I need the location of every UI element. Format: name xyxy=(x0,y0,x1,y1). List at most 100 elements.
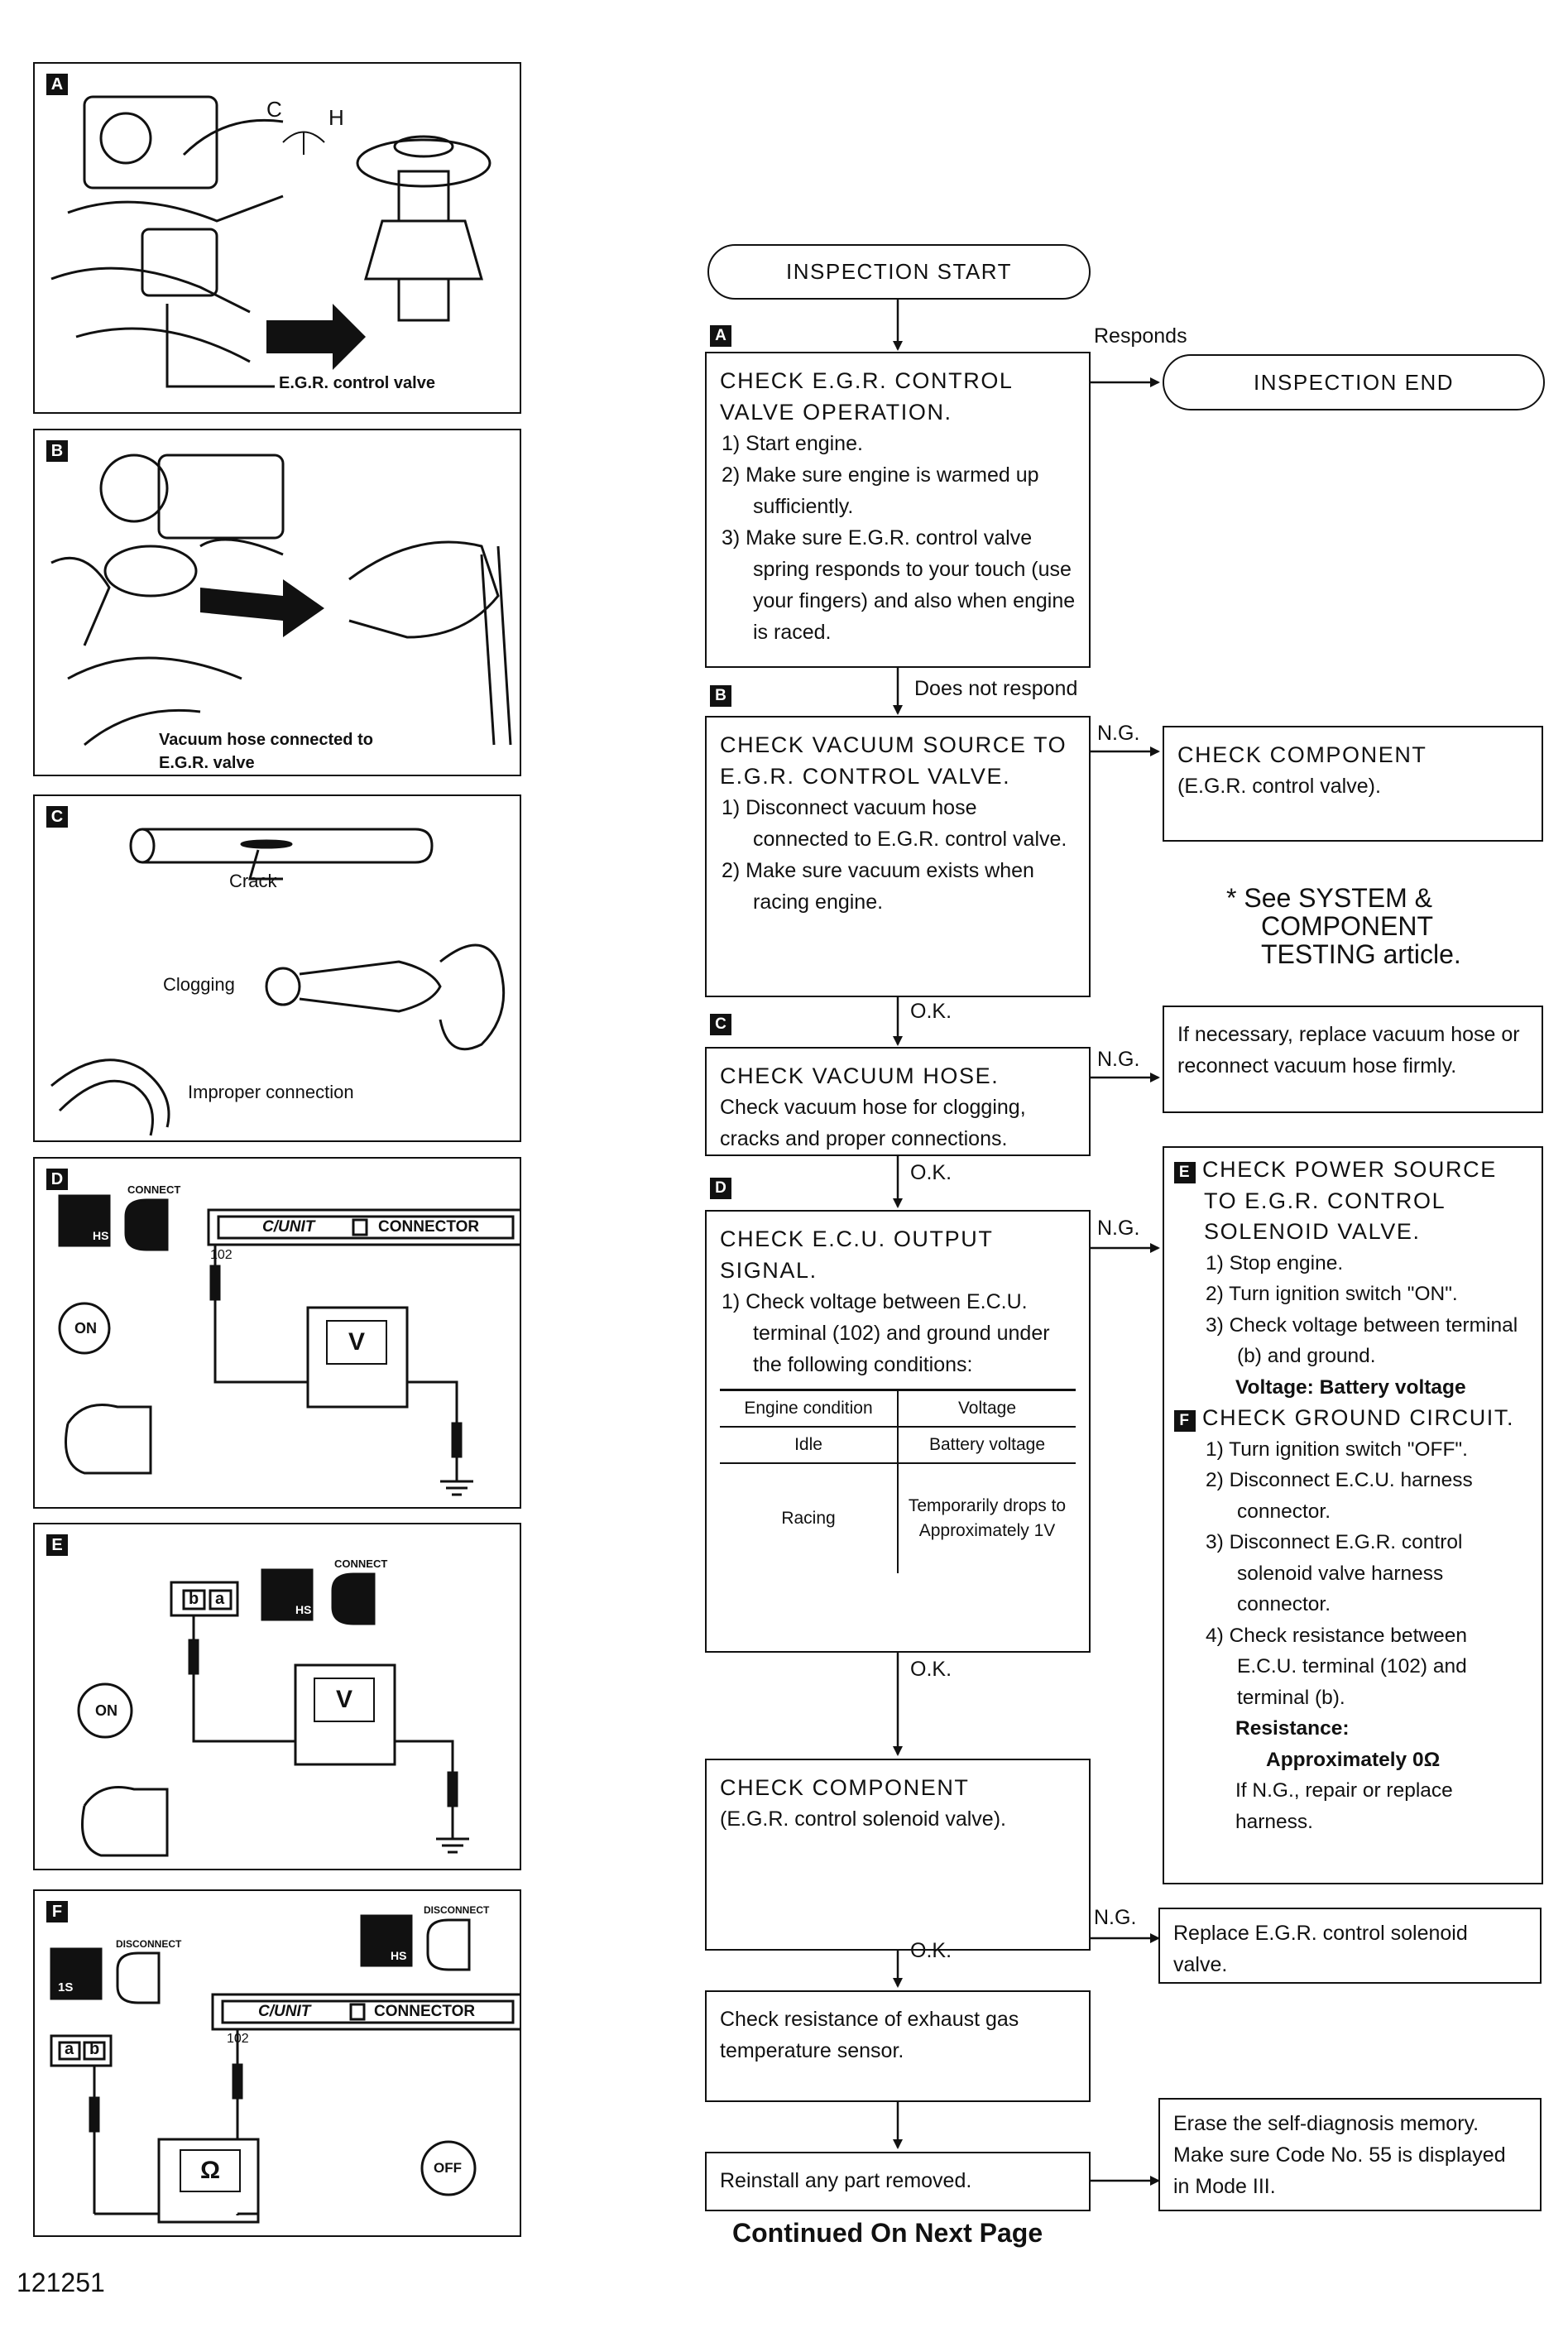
step-item: 2) Turn ignition switch "ON". xyxy=(1206,1283,1458,1305)
step-item: 1) Stop engine. xyxy=(1206,1251,1344,1274)
table-row: Racing Temporarily drops to Approximatel… xyxy=(720,1462,1076,1573)
resistance-value: Approximately 0Ω xyxy=(1266,1748,1441,1771)
panel-a: A C H E.G.R. control valve xyxy=(33,62,521,414)
ground-circuit-illustration xyxy=(50,1914,520,2224)
does-not-respond-label: Does not respond xyxy=(914,677,1078,700)
table-header-row: Engine condition Voltage xyxy=(720,1389,1076,1427)
ecu-voltage-table: Engine condition Voltage Idle Battery vo… xyxy=(720,1389,1076,1573)
vacuum-hose-illustration xyxy=(50,454,512,746)
connector-label: CONNECTOR xyxy=(374,2003,476,2020)
check-egr-valve-box: CHECK E.G.R. CONTROL VALVE OPERATION. 1)… xyxy=(705,352,1091,668)
ignition-on-label: ON xyxy=(95,1702,117,1719)
panel-label: C xyxy=(46,806,68,828)
step-item: 3) Check voltage between terminal (b) an… xyxy=(1206,1313,1518,1368)
panel-e: E b a HS CONNECT V ON xyxy=(33,1523,521,1870)
box-text: Check vacuum hose for clogging, cracks a… xyxy=(720,1096,1026,1150)
table-row: Idle Battery voltage xyxy=(720,1426,1076,1463)
box-subtitle: (E.G.R. control valve). xyxy=(1177,775,1381,798)
ohmmeter-face: Ω xyxy=(180,2149,241,2192)
box-subtitle: (E.G.R. control solenoid valve). xyxy=(720,1807,1006,1831)
ng-label: N.G. xyxy=(1094,1906,1137,1929)
box-text: Replace E.G.R. control solenoid valve. xyxy=(1173,1922,1468,1976)
ok-label: O.K. xyxy=(910,1000,952,1023)
panel-label: B xyxy=(46,440,68,462)
panel-label: F xyxy=(46,1901,68,1922)
step-item: 2) Disconnect E.C.U. harness connector. xyxy=(1206,1469,1473,1523)
hs-label: HS xyxy=(391,1949,407,1962)
box-text: If necessary, replace vacuum hose or rec… xyxy=(1177,1023,1520,1078)
check-ecu-output-box: CHECK E.C.U. OUTPUT SIGNAL. 1) Check vol… xyxy=(705,1210,1091,1653)
step-item: 1) Check voltage between E.C.U. terminal… xyxy=(722,1290,1050,1376)
hs-label: HS xyxy=(93,1229,109,1242)
table-cell: Temporarily drops to Approximately 1V xyxy=(898,1462,1076,1573)
ignition-off-label: OFF xyxy=(434,2160,462,2176)
c-unit-label: C/UNIT xyxy=(258,2003,311,2020)
ls-label: 1S xyxy=(58,1980,74,1994)
disconnect-label: DISCONNECT xyxy=(424,1904,490,1916)
inspection-start: INSPECTION START xyxy=(707,244,1091,300)
step-item: 2) Make sure engine is warmed up suffici… xyxy=(722,463,1039,518)
check-vacuum-source-box: CHECK VACUUM SOURCE TO E.G.R. CONTROL VA… xyxy=(705,716,1091,997)
see-system-note: * See SYSTEM & COMPONENT TESTING article… xyxy=(1226,883,1461,969)
step-item: 3) Make sure E.G.R. control valve spring… xyxy=(722,526,1076,644)
table-cell: Battery voltage xyxy=(898,1426,1076,1463)
erase-memory-box: Erase the self-diagnosis memory. Make su… xyxy=(1158,2098,1542,2211)
voltmeter-face: V xyxy=(314,1678,375,1722)
egr-engine-illustration xyxy=(50,95,491,388)
panel-d: D HS CONNECT C/UNIT CONNECTOR 102 V ON xyxy=(33,1157,521,1509)
ignition-on-label: ON xyxy=(74,1320,97,1337)
step-a-label: A xyxy=(710,325,731,347)
voltage-spec: Voltage: Battery voltage xyxy=(1235,1375,1466,1399)
ng-label: N.G. xyxy=(1097,1048,1140,1071)
box-title: CHECK VACUUM HOSE. xyxy=(720,1063,1000,1088)
gauge-c-label: C xyxy=(266,97,282,122)
table-cell: Idle xyxy=(720,1426,899,1463)
step-b-label: B xyxy=(710,685,731,707)
ok-label: O.K. xyxy=(910,1161,952,1184)
step-item: 3) Disconnect E.G.R. control solenoid va… xyxy=(1206,1531,1463,1615)
box-title-f: F CHECK GROUND CIRCUIT. xyxy=(1174,1403,1532,1434)
ng-label: N.G. xyxy=(1097,1217,1140,1240)
box-title: CHECK COMPONENT xyxy=(720,1775,970,1800)
step-item: 2) Make sure vacuum exists when racing e… xyxy=(722,859,1034,914)
step-item: 1) Disconnect vacuum hose connected to E… xyxy=(722,796,1067,851)
step-f-label: F xyxy=(1174,1410,1196,1432)
check-egr-component-box: CHECK COMPONENT (E.G.R. control valve). xyxy=(1163,726,1543,842)
reinstall-parts-box: Reinstall any part removed. xyxy=(705,2152,1091,2211)
box-text: Erase the self-diagnosis memory. Make su… xyxy=(1173,2112,1506,2198)
panel-label: E xyxy=(46,1534,68,1556)
box-title-text: CHECK GROUND CIRCUIT. xyxy=(1202,1405,1515,1430)
panel-f: F 1S DISCONNECT HS DISCONNECT C/UN xyxy=(33,1889,521,2237)
gauge-h-label: H xyxy=(328,105,344,130)
disconnect-label: DISCONNECT xyxy=(116,1938,182,1950)
ok-label: O.K. xyxy=(910,1939,952,1962)
term-b-label: b xyxy=(89,2040,100,2058)
step-c-label: C xyxy=(710,1014,731,1035)
inspection-end: INSPECTION END xyxy=(1163,354,1545,410)
responds-label: Responds xyxy=(1094,324,1187,348)
repair-note: If N.G., repair or replace harness. xyxy=(1235,1779,1453,1833)
table-header: Engine condition xyxy=(720,1389,899,1427)
terminal-102-label: 102 xyxy=(210,1248,233,1262)
egr-valve-caption: E.G.R. control valve xyxy=(279,374,435,392)
connector-label: CONNECTOR xyxy=(378,1218,480,1236)
check-vacuum-hose-box: CHECK VACUUM HOSE. Check vacuum hose for… xyxy=(705,1047,1091,1156)
box-title: CHECK E.C.U. OUTPUT SIGNAL. xyxy=(720,1226,993,1283)
check-exhaust-sensor-box: Check resistance of exhaust gas temperat… xyxy=(705,1990,1091,2102)
connect-label: CONNECT xyxy=(334,1558,388,1570)
step-d-label: D xyxy=(710,1178,731,1199)
panel-c: C Crack Clogging Improper connection xyxy=(33,794,521,1142)
crack-label: Crack xyxy=(229,871,277,891)
hs-label: HS xyxy=(295,1603,312,1616)
figure-id: 121251 xyxy=(17,2268,105,2297)
terminal-102-label: 102 xyxy=(227,2032,249,2046)
step-item: 1) Start engine. xyxy=(722,432,863,455)
box-text: Reinstall any part removed. xyxy=(720,2169,972,2192)
panel-label: D xyxy=(46,1169,68,1190)
term-b-label: b xyxy=(189,1590,199,1608)
vacuum-hose-caption: Vacuum hose connected to E.G.R. valve xyxy=(159,731,373,772)
clogging-label: Clogging xyxy=(163,974,235,995)
replace-solenoid-box: Replace E.G.R. control solenoid valve. xyxy=(1158,1908,1542,1984)
